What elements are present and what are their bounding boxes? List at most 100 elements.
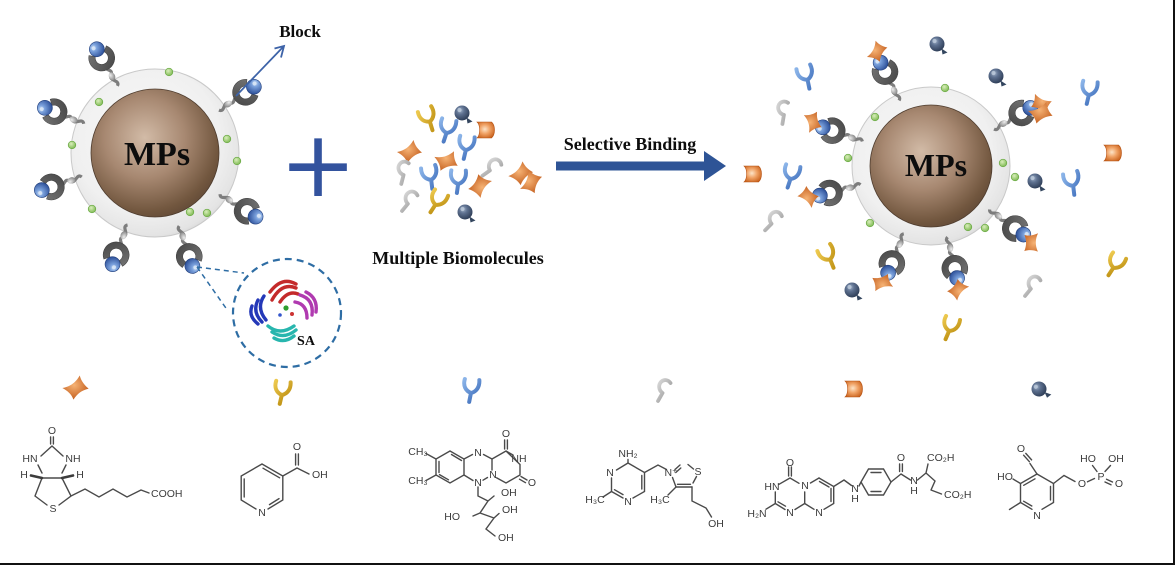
atom-label: O <box>48 425 56 437</box>
right-particle-label: MPs <box>905 147 967 183</box>
sa-protein-ribbon <box>249 279 318 343</box>
atom-label: N <box>910 475 918 487</box>
atom-label: O <box>502 428 510 440</box>
atom-label: N <box>786 507 794 519</box>
particle-core <box>869 104 993 228</box>
atom-label: O <box>1115 478 1123 490</box>
atom-label: N <box>801 480 809 492</box>
folic-acid-structure: O HN H₂N N N N N H O N H CO₂H CO₂H <box>747 452 971 520</box>
green-site-icon <box>870 112 880 122</box>
green-site-icon <box>94 97 104 107</box>
atom-label: OH <box>312 469 328 481</box>
atom-label: HO <box>997 471 1013 483</box>
block-label: Block <box>279 22 321 41</box>
atom-label: N <box>474 477 482 489</box>
zoom-circle <box>231 257 343 369</box>
orange-flag-icon <box>743 165 762 183</box>
atom-label: OH <box>502 504 518 516</box>
sa-label: SA <box>297 334 316 349</box>
atom-label: O <box>528 477 536 489</box>
zoom-connector-lines <box>196 266 245 312</box>
atom-label: H₂N <box>747 508 766 520</box>
atom-label: O <box>1078 478 1086 490</box>
orange-flag-icon <box>476 121 495 139</box>
atom-label: HN <box>764 481 779 493</box>
green-site-icon <box>963 222 973 232</box>
atom-label: CO₂H <box>927 452 954 464</box>
atom-label: OH <box>498 532 514 544</box>
atom-label: OH <box>1108 453 1124 465</box>
atom-label: H₃C <box>585 494 605 506</box>
green-site-icon <box>164 67 174 77</box>
atom-label: H <box>20 469 28 481</box>
atom-label: O <box>293 441 301 453</box>
cluster-label: Multiple Biomolecules <box>372 248 543 268</box>
atom-label: CO₂H <box>944 489 971 501</box>
atom-label: HO <box>444 511 460 523</box>
atom-label: N <box>489 469 497 481</box>
atom-label: CH₃ <box>408 446 427 458</box>
particle-core <box>90 88 220 218</box>
atom-label: N⁺ <box>664 467 678 479</box>
arrow-head-icon <box>704 151 726 181</box>
atom-label: HN <box>22 453 37 465</box>
process-label: Selective Binding <box>564 134 697 154</box>
orange-flag-icon <box>844 380 863 398</box>
atom-label: N <box>624 496 632 508</box>
left-particle-label: MPs <box>124 136 190 173</box>
nicotinic-acid-structure: N O OH <box>240 441 328 519</box>
sa-zoom-bubble: SA <box>196 257 343 369</box>
orange-flag-icon <box>1103 144 1122 162</box>
green-site-icon <box>843 153 853 163</box>
atom-label: S <box>694 466 701 478</box>
block-arrow <box>235 45 285 97</box>
atom-label: O <box>786 457 794 469</box>
green-site-icon <box>222 134 232 144</box>
biotin-structure: O HN NH H H S COOH <box>20 425 182 515</box>
green-site-icon <box>67 140 77 150</box>
pyridoxal-phosphate-structure: O HO N O P HO OH O <box>997 443 1124 522</box>
atom-label: H <box>76 469 84 481</box>
atom-label: N <box>606 467 614 479</box>
atom-label: N <box>258 507 266 519</box>
arrow-shaft <box>556 161 704 171</box>
atom-label: HO <box>1080 453 1096 465</box>
block-annotation: Block <box>235 22 321 97</box>
atom-label: H <box>851 493 859 505</box>
plus-sign: + <box>279 111 356 218</box>
atom-label: OH <box>501 487 517 499</box>
atom-label: H <box>910 485 918 497</box>
green-site-icon <box>232 156 242 166</box>
atom-label: OH <box>708 518 724 530</box>
atom-label: COOH <box>151 488 183 500</box>
green-site-icon <box>185 207 195 217</box>
atom-label: S <box>49 503 56 515</box>
right-mps-particle: MPs <box>795 37 1055 302</box>
riboflavin-structure: CH₃ CH₃ N N N NH O O OH HO OH OH <box>408 428 536 544</box>
block-arrowhead-icon <box>274 44 286 58</box>
atom-label: O <box>897 452 905 464</box>
atom-label: CH₃ <box>408 475 427 487</box>
atom-label: N <box>815 507 823 519</box>
green-site-icon <box>865 218 875 228</box>
green-site-icon <box>87 204 97 214</box>
green-site-icon <box>1010 172 1020 182</box>
atom-label: N <box>474 447 482 459</box>
atom-label: O <box>1017 443 1025 455</box>
thiamine-structure: NH₂ N N H₃C N⁺ S H₃C OH <box>585 448 724 530</box>
green-site-icon <box>980 223 990 233</box>
atom-label: P <box>1097 471 1104 483</box>
green-site-icon <box>202 208 212 218</box>
biomolecule-cluster: Multiple Biomolecules <box>372 104 548 268</box>
green-site-icon <box>998 158 1008 168</box>
atom-label: N <box>1033 510 1041 522</box>
atom-label: NH <box>65 453 80 465</box>
atom-label: NH₂ <box>618 448 637 460</box>
atom-label: N <box>851 483 859 495</box>
green-site-icon <box>940 83 950 93</box>
process-arrow: Selective Binding <box>556 134 726 181</box>
atom-label: NH <box>511 453 526 465</box>
atom-label: H₃C <box>650 494 670 506</box>
